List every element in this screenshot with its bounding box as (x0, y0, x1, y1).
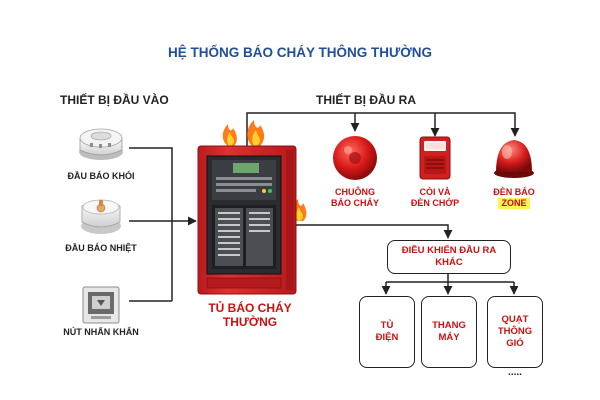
elevator-line2: MÁY (438, 332, 460, 343)
ventilation-fan-label: QUẠT THÔNG GIÓ (498, 314, 532, 350)
electrical-cabinet-line2: ĐIỆN (375, 332, 399, 343)
fire-bell-icon (333, 136, 377, 180)
heat-detector-icon (81, 199, 121, 234)
panel-label-line1: TỦ BÁO CHÁY (208, 301, 292, 315)
horn-strobe-label: CÒI VÀ ĐÈN CHỚP (405, 187, 465, 209)
heat-detector-label: ĐẦU BÁO NHIỆT (65, 243, 137, 253)
zone-highlight-badge: ZONE (498, 198, 530, 209)
ventilation-fan-line1: QUẠT (501, 314, 529, 325)
smoke-detector-icon (79, 128, 123, 160)
zone-lamp-label-line1: ĐÈN BÁO (493, 187, 535, 197)
connector-panel-to-outputs (246, 112, 520, 146)
panel-label: TỦ BÁO CHÁY THƯỜNG (190, 301, 310, 329)
smoke-detector-label: ĐẦU BÁO KHÓI (67, 171, 135, 181)
zone-indicator-lamp-icon (494, 140, 534, 178)
elevator-label: THANG MÁY (432, 320, 466, 344)
electrical-cabinet-label: TỦ ĐIỆN (376, 320, 399, 344)
fire-bell-label-line2: BÁO CHÁY (330, 198, 379, 208)
connector-panel-to-other (296, 224, 453, 239)
electrical-cabinet-line1: TỦ (380, 320, 394, 331)
other-outputs-box: ĐIỀU KHIỂN ĐẦU RA KHÁC (387, 240, 511, 274)
other-outputs-heading: ĐIỀU KHIỂN ĐẦU RA KHÁC (401, 245, 497, 268)
connector-inputs-spine (129, 147, 173, 301)
horn-strobe-label-line1: CÒI VÀ (419, 187, 451, 197)
connectors (129, 112, 520, 302)
elevator-line1: THANG (432, 320, 466, 331)
manual-call-point-label: NÚT NHẤN KHẨN (63, 327, 139, 337)
horn-strobe-icon (419, 136, 451, 180)
ventilation-fan-line2: THÔNG (497, 326, 533, 337)
ventilation-fan-box: QUẠT THÔNG GIÓ (487, 296, 543, 368)
ventilation-fan-line3: GIÓ (506, 338, 524, 349)
electrical-cabinet-box: TỦ ĐIỆN (359, 296, 415, 368)
panel-label-line2: THƯỜNG (222, 315, 278, 329)
fire-bell-label: CHUÔNG BÁO CHÁY (325, 187, 385, 209)
input-section-heading: THIẾT BỊ ĐẦU VÀO (60, 93, 169, 107)
zone-lamp-label: ĐÈN BÁO ZONE (484, 187, 544, 209)
elevator-box: THANG MÁY (421, 296, 477, 368)
output-section-heading: THIẾT BỊ ĐẦU RA (316, 93, 416, 107)
fire-alarm-control-panel-icon (197, 145, 297, 295)
horn-strobe-label-line2: ĐÈN CHỚP (410, 198, 460, 208)
page-title: HỆ THỐNG BÁO CHÁY THÔNG THƯỜNG (168, 45, 432, 60)
fire-bell-label-line1: CHUÔNG (335, 187, 375, 197)
more-outputs-ellipsis: ..... (508, 367, 522, 378)
manual-call-point-icon (82, 286, 120, 324)
